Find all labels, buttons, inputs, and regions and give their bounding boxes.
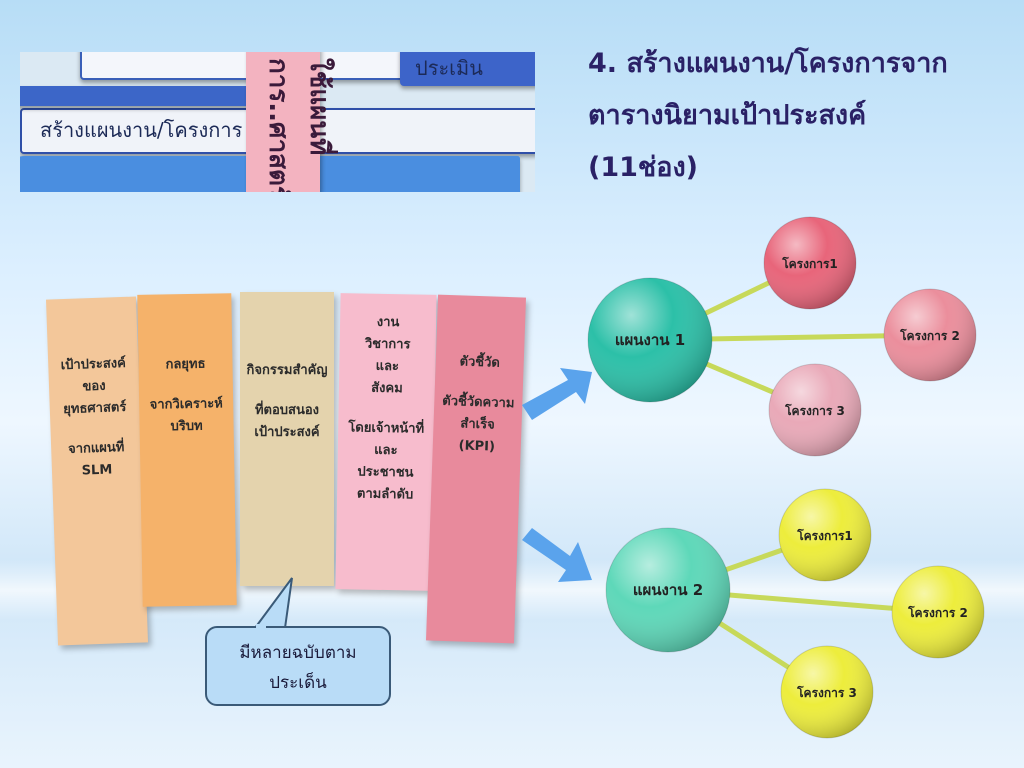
project-1-2-label: โครงการ 2: [899, 328, 960, 343]
callout-line-1: มีหลายฉบับตาม: [239, 643, 357, 663]
project-1-1-label: โครงการ1: [781, 256, 838, 271]
project-2-1-label: โครงการ1: [796, 528, 853, 543]
pink-bookmark: ใช้แผนที่การ..ศาสตร์: [246, 52, 334, 192]
project-1-1-shine: [764, 217, 856, 309]
panel-3-line: กิจกรรมสำคัญ: [246, 363, 328, 378]
book-label-top: ประเมิน: [415, 56, 483, 80]
panel-3-text: กิจกรรมสำคัญที่ตอบสนองเป้าประสงค์: [244, 360, 330, 444]
panel-3-line: เป้าประสงค์: [254, 425, 320, 440]
plan-1-label: แผนงาน 1: [615, 331, 685, 349]
book-label-middle: สร้างแผนงาน/โครงการ: [40, 118, 243, 142]
project-2-2-shine: [892, 566, 984, 658]
project-1-3-label: โครงการ 3: [784, 403, 845, 418]
arrow-up-right: [522, 368, 592, 420]
panel-3: กิจกรรมสำคัญที่ตอบสนองเป้าประสงค์: [240, 292, 334, 586]
title-line-1: 4. สร้างแผนงาน/โครงการจาก: [588, 48, 948, 79]
book-base: [20, 86, 300, 106]
books-image: ประเมิน สร้างแผนงาน/โครงการ ใช้แผนที่การ…: [20, 52, 535, 192]
title-line-3: (11ช่อง): [588, 152, 698, 183]
plan-2-label: แผนงาน 2: [633, 581, 703, 599]
plan-1-shine: [588, 278, 712, 402]
project-1-3-shine: [769, 364, 861, 456]
project-2-1-shine: [779, 489, 871, 581]
project-1-2-shine: [884, 289, 976, 381]
callout-gap-cover: [256, 624, 266, 630]
panel-3-line: ที่ตอบสนอง: [254, 403, 320, 418]
project-2-3-label: โครงการ 3: [796, 685, 857, 700]
callout-bubble: มีหลายฉบับตาม ประเด็น: [205, 626, 391, 706]
title-line-2: ตารางนิยามเป้าประสงค์: [588, 100, 867, 131]
project-2-2-label: โครงการ 2: [907, 605, 968, 620]
callout-line-2: ประเด็น: [269, 673, 327, 693]
book-blue-top: [400, 52, 535, 86]
project-2-3-shine: [781, 646, 873, 738]
arrow-down-right: [522, 528, 592, 582]
slide-title: 4. สร้างแผนงาน/โครงการจาก ตารางนิยามเป้า…: [588, 38, 1008, 194]
plan-2-shine: [606, 528, 730, 652]
